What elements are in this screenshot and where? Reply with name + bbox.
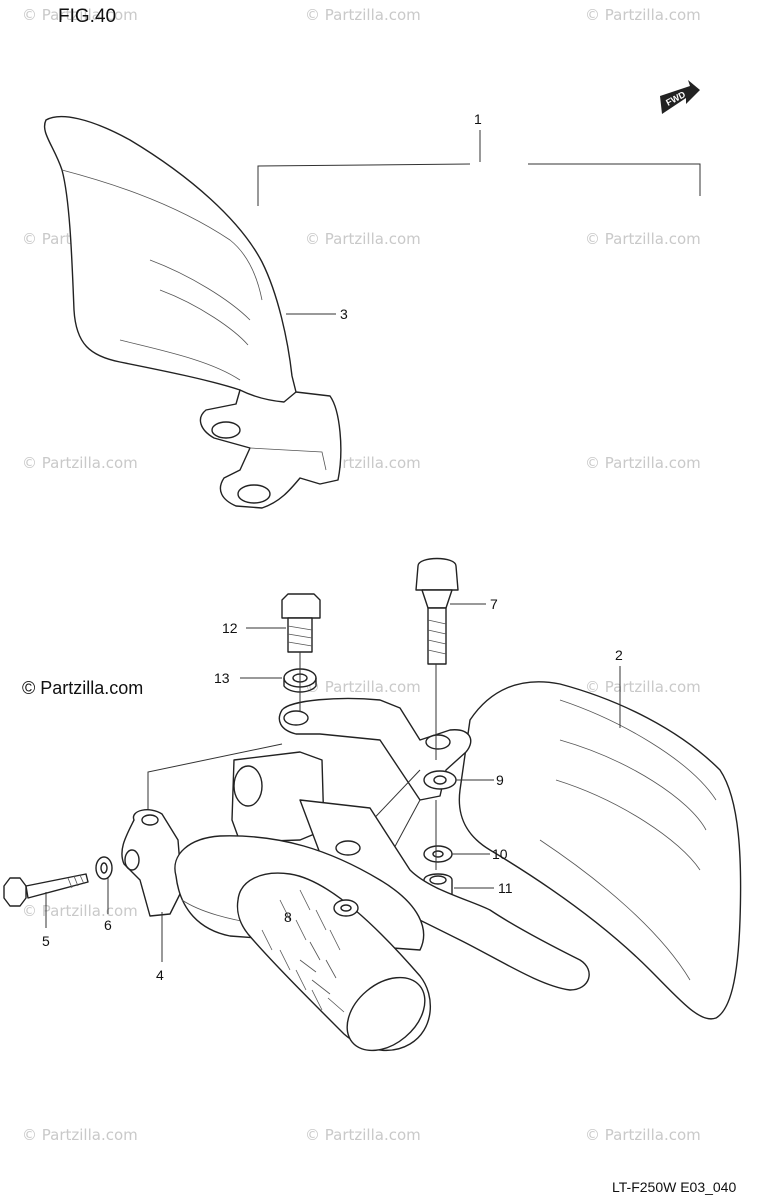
- callout-5: 5: [42, 933, 50, 949]
- figure-title: FIG.40: [58, 6, 116, 27]
- bolt-5: [3, 873, 89, 907]
- handlebar-grip: [236, 872, 432, 1052]
- watermark: © Partzilla.com: [585, 1126, 701, 1144]
- watermark: © Partzilla.com: [585, 6, 701, 24]
- watermark: © Partzilla.com: [22, 6, 138, 24]
- watermark: © Partzilla.com: [305, 1126, 421, 1144]
- callout-9: 9: [496, 772, 504, 788]
- watermark: © Partzilla.com: [585, 230, 701, 248]
- bolt-7: [415, 557, 459, 665]
- callout-11: 11: [498, 880, 513, 896]
- callout-1: 1: [474, 111, 482, 127]
- washer-10: [423, 845, 453, 863]
- callout-13: 13: [214, 670, 230, 686]
- callout-12: 12: [222, 620, 238, 636]
- callout-3: 3: [340, 306, 348, 322]
- watermark: © Partzilla.com: [585, 454, 701, 472]
- watermark: © Partzilla.com: [22, 454, 138, 472]
- callout-7: 7: [490, 596, 498, 612]
- watermark: © Partzilla.com: [305, 678, 421, 696]
- bolt-12: [281, 593, 321, 653]
- watermark-main: © Partzilla.com: [22, 678, 143, 698]
- callout-2: 2: [615, 647, 623, 663]
- washer-6: [95, 856, 113, 880]
- callout-6: 6: [104, 917, 112, 933]
- collar-9: [423, 770, 457, 790]
- watermark: © Partzilla.com: [305, 6, 421, 24]
- watermark: © Partzilla.com: [22, 902, 138, 920]
- left-hand-guard: [43, 115, 342, 509]
- figure-code: LT-F250W E03_040: [612, 1179, 736, 1195]
- callout-10: 10: [492, 846, 508, 862]
- callout-8: 8: [284, 909, 292, 925]
- watermark: © Partzilla.com: [22, 1126, 138, 1144]
- mounting-bracket: [278, 697, 472, 801]
- forward-arrow-icon: FWD: [660, 80, 700, 114]
- watermark: © Partzilla.com: [305, 230, 421, 248]
- callout-1-bracket: [257, 130, 701, 206]
- watermark: © Partzilla.com: [585, 678, 701, 696]
- callout-4: 4: [156, 967, 164, 983]
- right-hand-guard: [458, 681, 742, 1020]
